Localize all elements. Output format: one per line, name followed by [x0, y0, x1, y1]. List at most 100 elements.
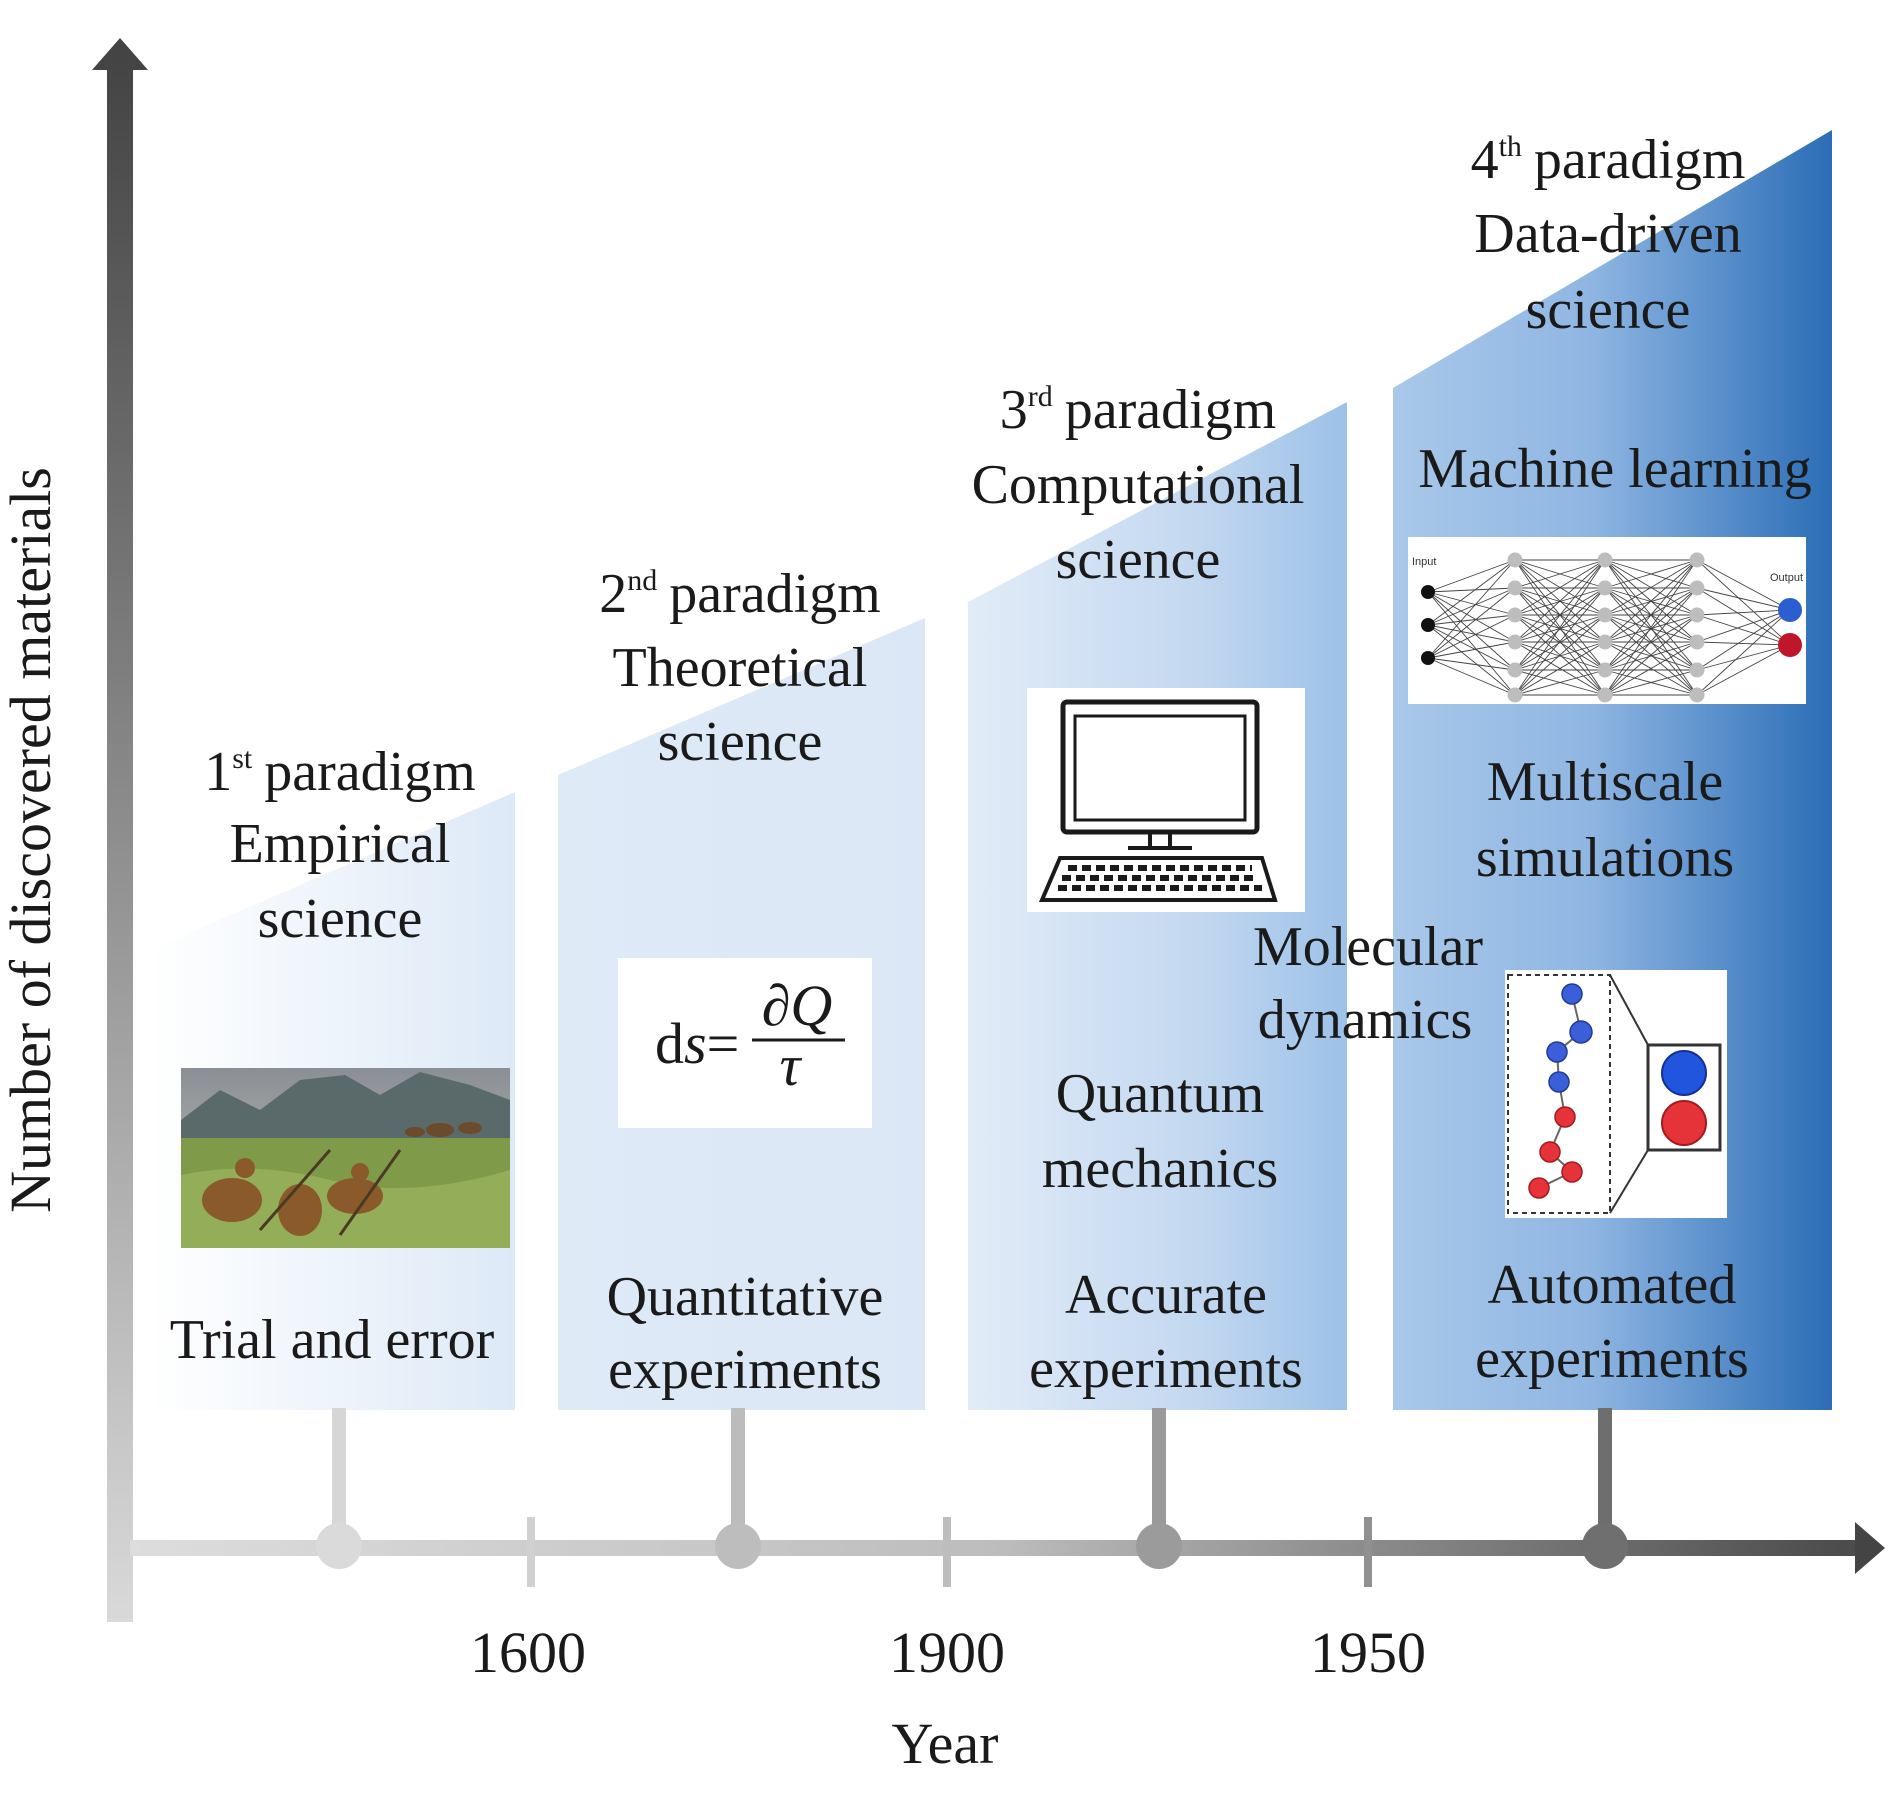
- nn-edge: [1604, 559, 1698, 616]
- nn-node: [1689, 687, 1705, 703]
- paradigm-2-method-line2: experiments: [608, 1339, 882, 1401]
- paradigm-4-method-line2: experiments: [1475, 1328, 1749, 1390]
- paradigm-2-name: Theoretical: [613, 637, 868, 699]
- nn-edge: [1604, 587, 1698, 696]
- nn-edge: [1427, 657, 1516, 696]
- nn-node: [1421, 585, 1435, 599]
- nn-edge: [1427, 614, 1516, 626]
- machine-learning-label: Machine learning: [1418, 438, 1811, 500]
- nn-edge: [1427, 587, 1516, 593]
- nn-edge: [1427, 657, 1516, 671]
- nn-edge: [1604, 559, 1698, 696]
- nn-node: [1689, 607, 1705, 623]
- nn-edge: [1604, 614, 1698, 696]
- nn-edge: [1696, 644, 1791, 696]
- y-axis-title: Number of discovered materials: [0, 467, 63, 1213]
- nn-edge: [1427, 641, 1516, 659]
- nn-edge: [1427, 559, 1516, 593]
- nn-edge: [1427, 591, 1516, 643]
- cave-painting-illustration: [181, 1068, 510, 1248]
- paradigm-1-ordinal: 1: [204, 741, 232, 803]
- paradigm-3-method-line2: experiments: [1029, 1338, 1303, 1400]
- paradigm-3-marker: [1136, 1523, 1182, 1569]
- paradigm-3-word: paradigm: [1065, 379, 1276, 441]
- paradigm-2-word: paradigm: [669, 563, 880, 625]
- paradigm-4-suffix: th: [1499, 130, 1522, 163]
- nn-node: [1689, 552, 1705, 568]
- nn-edge: [1604, 669, 1698, 696]
- nn-edge: [1696, 587, 1791, 646]
- paradigm-1-method: Trial and error: [170, 1309, 495, 1371]
- nn-edge: [1514, 614, 1606, 696]
- nn-node: [1689, 662, 1705, 678]
- nn-edge: [1427, 587, 1516, 626]
- nn-edge: [1514, 641, 1606, 671]
- nn-edge: [1604, 559, 1698, 643]
- tick-1900: [943, 1517, 951, 1587]
- nn-edge: [1427, 587, 1516, 659]
- nn-edge: [1604, 641, 1698, 696]
- x-axis: [130, 1517, 1885, 1587]
- nn-node: [1421, 651, 1435, 665]
- nn-edge: [1514, 641, 1606, 696]
- nn-edge: [1604, 641, 1698, 671]
- x-tick-label-1900: 1900: [889, 1620, 1005, 1685]
- nn-edge: [1696, 559, 1791, 611]
- nn-input-label: Input: [1412, 556, 1436, 568]
- paradigm-4-ordinal: 4: [1471, 129, 1499, 191]
- x-axis-title: Year: [892, 1711, 999, 1776]
- nn-edge: [1604, 559, 1698, 671]
- paradigm-4-word: paradigm: [1534, 129, 1745, 191]
- paradigm-1-marker: [316, 1523, 362, 1569]
- nn-edge: [1427, 591, 1516, 671]
- nn-edge: [1696, 609, 1791, 671]
- entropy-equation-box: ds= ∂Q τ: [618, 958, 872, 1128]
- neural-network-diagram: Input Output: [1408, 537, 1806, 704]
- nn-edge: [1514, 559, 1606, 696]
- paradigm-3-ordinal: 3: [1000, 379, 1028, 441]
- nn-node: [1507, 552, 1523, 568]
- nn-edge: [1427, 624, 1516, 696]
- tick-1950: [1364, 1517, 1372, 1587]
- paradigm-4-name: Data-driven: [1474, 203, 1741, 265]
- nn-edge: [1514, 587, 1606, 696]
- paradigm-3-suffix: rd: [1028, 380, 1053, 413]
- paradigm-3-method-line1: Accurate: [1065, 1264, 1267, 1326]
- nn-edge: [1604, 559, 1698, 589]
- equation-denominator: τ: [780, 1033, 803, 1098]
- svg-text:ds=: ds=: [655, 1011, 739, 1076]
- paradigm-4-marker: [1582, 1523, 1628, 1569]
- equation-d: d: [655, 1011, 684, 1076]
- paradigm-2-marker: [715, 1523, 761, 1569]
- paradigm-3-name: Computational: [972, 454, 1305, 516]
- nn-edge: [1514, 559, 1606, 616]
- paradigm-1-name2: science: [258, 888, 423, 950]
- nn-node: [1507, 580, 1523, 596]
- molecule-chain-illustration: [1505, 970, 1727, 1218]
- nn-edge: [1514, 559, 1606, 643]
- nn-edge: [1427, 624, 1516, 671]
- paradigm-markers: [316, 1408, 1628, 1569]
- nn-node: [1778, 633, 1802, 657]
- nn-node: [1689, 580, 1705, 596]
- nn-edge: [1696, 641, 1791, 646]
- nn-edge: [1427, 614, 1516, 659]
- quantum-mechanics-line2: mechanics: [1042, 1138, 1278, 1200]
- paradigm-2-suffix: nd: [627, 564, 657, 597]
- nn-edge: [1427, 591, 1516, 696]
- nn-edge: [1604, 587, 1698, 671]
- nn-edge: [1514, 559, 1606, 671]
- nn-edge: [1427, 559, 1516, 626]
- nn-node: [1421, 618, 1435, 632]
- paradigm-2-method-line1: Quantitative: [607, 1266, 884, 1328]
- paradigm-2-name2: science: [658, 711, 823, 773]
- nn-node: [1507, 662, 1523, 678]
- computer-icon: [1027, 688, 1305, 912]
